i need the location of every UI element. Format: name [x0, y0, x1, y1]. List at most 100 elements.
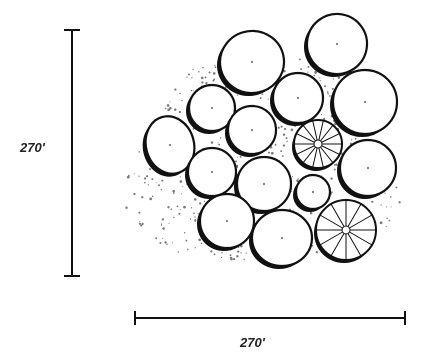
stipple-dot	[236, 94, 239, 96]
stipple-dot	[245, 252, 247, 254]
stipple-dot	[239, 155, 242, 158]
stipple-dot	[331, 87, 334, 90]
stipple-dot	[182, 186, 184, 188]
room-center-mark	[366, 166, 370, 170]
stipple-dot	[330, 193, 333, 195]
stipple-dot	[236, 255, 239, 258]
stipple-dot	[354, 137, 357, 140]
stipple-dot	[286, 140, 288, 143]
stipple-dot	[166, 104, 170, 107]
stipple-dot	[315, 251, 318, 254]
stipple-dot	[282, 133, 286, 136]
stipple-dot	[282, 144, 286, 147]
room-center-mark	[210, 170, 214, 174]
stipple-dot	[283, 70, 286, 73]
radial-room-group	[292, 119, 377, 263]
stipple-dot	[151, 178, 154, 181]
stipple-dot	[210, 141, 214, 144]
room-center-mark	[250, 128, 254, 132]
stipple-dot	[350, 139, 353, 141]
stipple-dot	[138, 151, 141, 153]
stipple-dot	[267, 151, 271, 154]
stipple-dot	[180, 193, 183, 195]
stipple-dot	[307, 71, 309, 73]
stipple-dot	[218, 143, 221, 146]
stipple-dot	[384, 192, 386, 194]
stipple-dot	[151, 195, 154, 198]
stipple-dot	[200, 242, 203, 245]
stipple-dot	[270, 151, 274, 155]
radial-room-spoke	[330, 203, 347, 231]
stipple-dot	[161, 218, 165, 221]
stipple-dot	[205, 81, 208, 85]
stipple-dot	[199, 202, 202, 205]
horizontal-dimension: 270'	[134, 311, 406, 350]
stipple-dot	[149, 197, 153, 201]
stipple-dot	[160, 223, 163, 225]
stipple-dot	[161, 179, 164, 182]
vertical-dimension: 270'	[19, 29, 80, 277]
stipple-dot	[398, 201, 401, 204]
stipple-dot	[183, 205, 186, 209]
stipple-dot	[159, 241, 162, 245]
stipple-dot	[385, 225, 387, 228]
radial-room-hub	[341, 225, 351, 235]
stipple-dot	[174, 88, 177, 91]
stipple-dot	[181, 99, 183, 102]
room-center-mark	[168, 143, 172, 147]
stipple-dot	[187, 73, 191, 76]
stipple-dot	[333, 168, 336, 171]
radial-room-spoke	[330, 229, 347, 257]
stipple-dot	[280, 125, 283, 128]
stipple-dot	[185, 239, 188, 242]
stipple-dot	[177, 251, 179, 253]
stipple-dot	[161, 224, 163, 227]
stipple-dot	[194, 247, 196, 249]
room-center-mark	[280, 236, 284, 240]
stipple-dot	[143, 181, 146, 184]
stipple-dot	[183, 232, 186, 234]
stipple-dot	[138, 222, 142, 225]
stipple-dot	[240, 252, 242, 254]
stipple-dot	[237, 250, 240, 253]
stipple-dot	[379, 221, 383, 225]
stipple-dot	[309, 211, 313, 215]
stipple-dot	[141, 196, 144, 199]
stipple-dot	[371, 200, 374, 203]
stipple-dot	[330, 191, 333, 194]
stipple-dot	[198, 238, 202, 242]
stipple-dot	[162, 227, 165, 230]
stipple-dot	[292, 209, 294, 211]
stipple-dot	[179, 92, 181, 95]
stipple-dot	[194, 198, 197, 201]
stipple-dot	[389, 196, 392, 198]
stipple-dot	[221, 251, 223, 254]
stipple-dot	[314, 71, 317, 74]
stipple-dot	[126, 175, 130, 179]
stipple-dot	[172, 189, 176, 193]
stipple-dot	[160, 188, 163, 191]
stipple-dot	[186, 76, 188, 78]
stipple-dot	[164, 241, 167, 244]
stipple-dot	[213, 78, 216, 81]
stipple-dot	[161, 237, 163, 239]
stipple-dot	[337, 76, 341, 79]
stipple-dot	[125, 206, 128, 209]
stipple-dot	[198, 70, 200, 73]
stipple-dot	[271, 147, 273, 149]
room-cluster	[142, 12, 399, 269]
stipple-dot	[166, 243, 168, 246]
stipple-dot	[176, 205, 179, 208]
stipple-dot	[281, 155, 284, 157]
stipple-dot	[179, 209, 181, 211]
stipple-dot	[144, 177, 147, 180]
stipple-dot	[307, 65, 310, 68]
stipple-dot	[259, 97, 262, 100]
room-center-mark	[225, 219, 229, 223]
stipple-dot	[388, 219, 391, 222]
stipple-dot	[190, 89, 193, 92]
stipple-dot	[212, 72, 216, 75]
radial-room-spoke	[345, 229, 362, 257]
stipple-dot	[390, 206, 392, 208]
